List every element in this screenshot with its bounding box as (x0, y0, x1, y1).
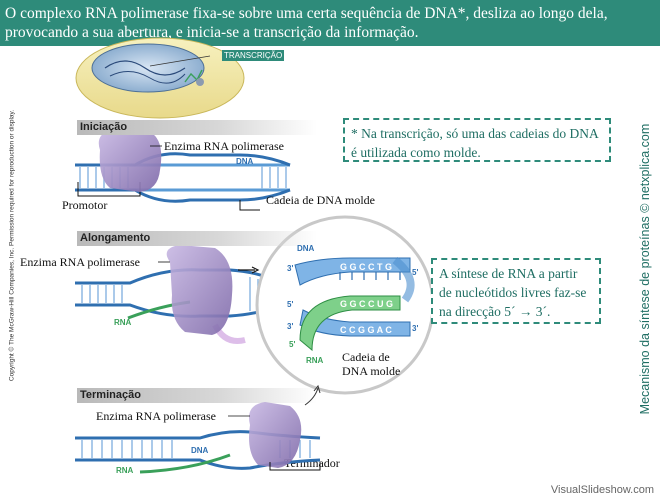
label-dna-termination: DNA (191, 446, 209, 455)
stage-bar-elongation: Alongamento (77, 231, 317, 246)
zoom-prime-3-top: 3' (287, 264, 294, 273)
zoom-prime-3-bottom: 3' (287, 322, 294, 331)
initiation-dna (75, 152, 291, 211)
stage-bar-termination: Terminação (77, 388, 317, 403)
label-template-strand: Cadeia de DNA molde (266, 193, 375, 207)
elongation-enzyme (166, 245, 233, 335)
zoom-label-dna: DNA (297, 244, 315, 253)
initiation-enzyme (98, 130, 162, 192)
cell-illustration (75, 37, 245, 119)
header-line-2: provocando a sua abertura, e inicia-se a… (5, 24, 419, 41)
label-terminator: Terminador (284, 456, 340, 470)
label-enzyme-initiation: Enzima RNA polimerase (164, 139, 284, 153)
zoom-detail (255, 215, 435, 395)
stage-bar-initiation: Iniciação (77, 120, 317, 135)
zoom-prime-5-right: 5' (412, 268, 419, 277)
transcription-tag: TRANSCRIÇÃO (222, 50, 285, 61)
zoom-prime-3-right: 3' (412, 324, 419, 333)
zoom-bottom-bases: C C G G A C (340, 325, 392, 335)
zoom-label-rna: RNA (306, 356, 324, 365)
label-rna-termination: RNA (116, 466, 134, 475)
zoom-caption: Cadeia de DNA molde (342, 350, 401, 378)
note-rna-synthesis: A síntese de RNA a partir de nucleótidos… (431, 258, 601, 324)
header-line-1: O complexo RNA polimerase fixa-se sobre … (5, 5, 608, 22)
note-template-strand: * Na transcrição, só uma das cadeias do … (343, 118, 611, 162)
slide-header: O complexo RNA polimerase fixa-se sobre … (0, 0, 660, 46)
zoom-prime-5-rna: 5' (289, 340, 296, 349)
watermark: VisualSlideshow.com (550, 484, 654, 496)
vertical-caption: Mecanismo da síntese de proteínas © netx… (638, 123, 652, 415)
zoom-prime-5-left: 5' (287, 300, 294, 309)
label-promoter: Promotor (62, 198, 108, 212)
copyright-notice: Copyright © The McGraw-Hill Companies, I… (8, 109, 16, 382)
zoom-rna-bases: G G C C U G (340, 299, 394, 309)
label-enzyme-elongation: Enzima RNA polimerase (20, 255, 140, 269)
label-rna-elongation: RNA (114, 318, 132, 327)
zoom-top-bases: G G C C T G (340, 262, 393, 272)
label-dna-initiation: DNA (236, 157, 254, 166)
label-enzyme-termination: Enzima RNA polimerase (96, 409, 216, 423)
